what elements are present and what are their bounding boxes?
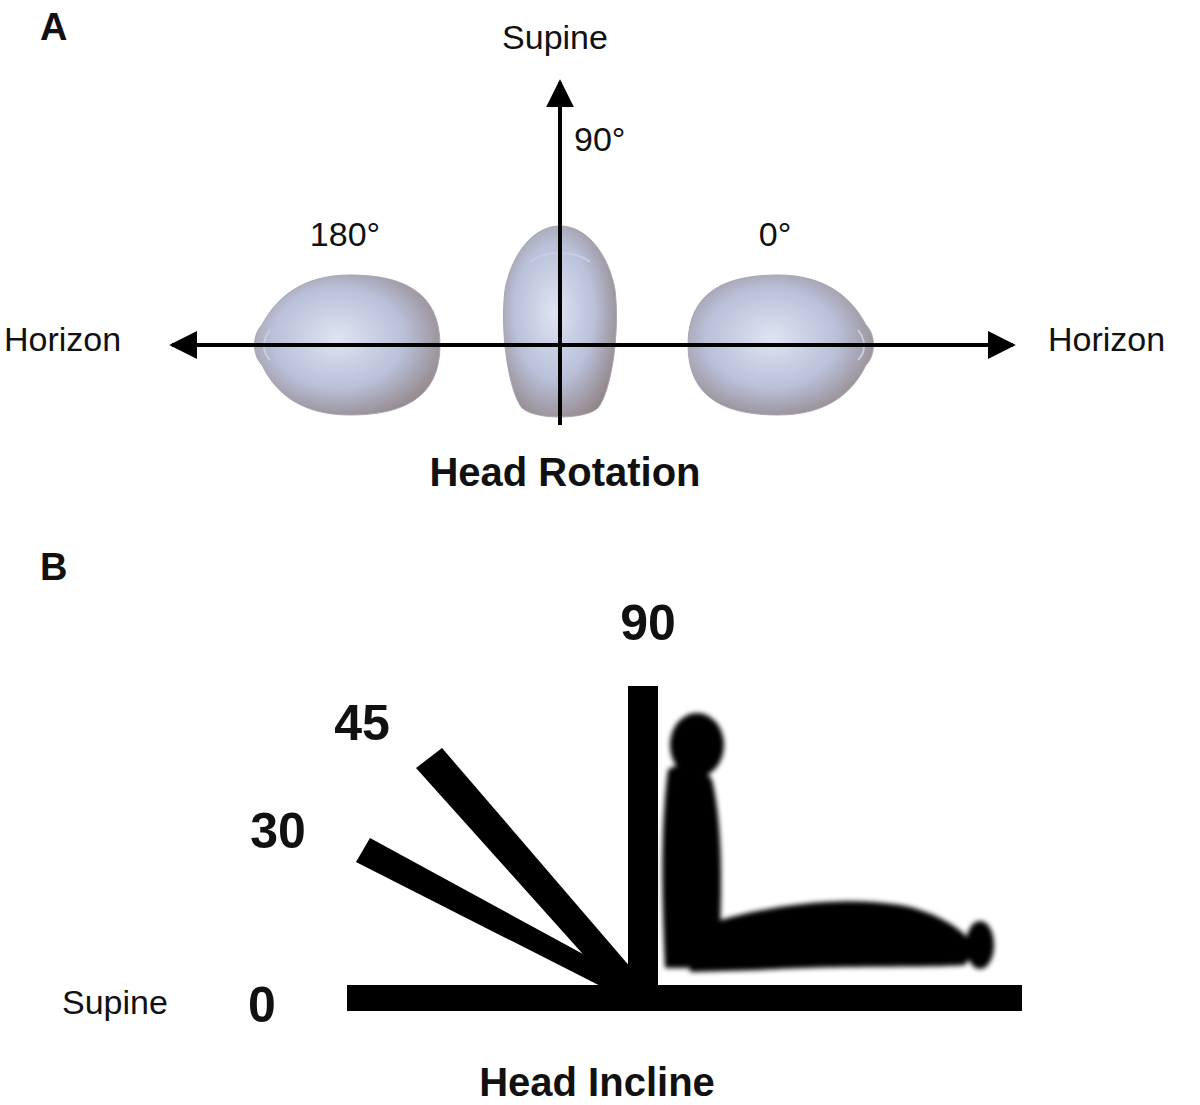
panel-title: Head Incline bbox=[479, 1062, 715, 1102]
angle-label: 90 bbox=[620, 598, 676, 648]
axis-label: Horizon bbox=[1048, 322, 1165, 356]
upright-bar bbox=[628, 686, 658, 998]
bar-45 bbox=[416, 748, 650, 1000]
axis-label: Supine bbox=[502, 20, 608, 54]
axis-label: Supine bbox=[62, 985, 168, 1019]
angle-label: 0 bbox=[248, 980, 276, 1030]
bar-30 bbox=[356, 838, 640, 1000]
angle-label: 180° bbox=[310, 217, 380, 251]
panel-letter: B bbox=[40, 548, 67, 586]
supine-bar bbox=[347, 985, 1022, 1011]
angle-label: 30 bbox=[250, 806, 306, 856]
panel-letter: A bbox=[40, 8, 67, 46]
horizontal-axis bbox=[172, 343, 1013, 347]
angle-label: 90° bbox=[574, 122, 625, 156]
axis-label: Horizon bbox=[4, 322, 121, 356]
incline-bars bbox=[347, 686, 1022, 1011]
angle-label: 0° bbox=[759, 217, 792, 251]
vertical-axis bbox=[558, 82, 562, 425]
panel-title: Head Rotation bbox=[429, 452, 700, 492]
person-silhouette bbox=[662, 713, 994, 972]
angle-label: 45 bbox=[334, 698, 390, 748]
